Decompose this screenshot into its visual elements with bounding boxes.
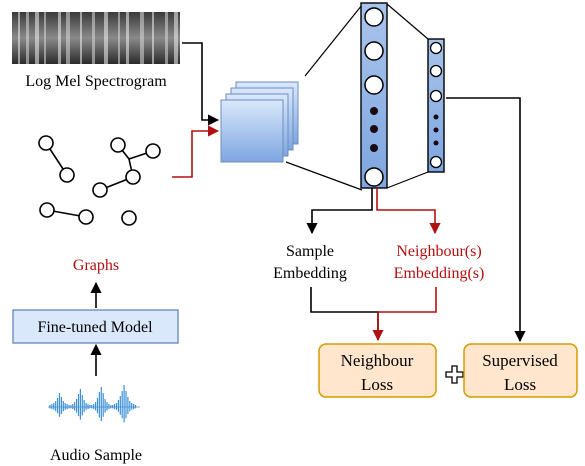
embedding-layer xyxy=(360,2,388,189)
classifier-to-supervised-loss-arrow xyxy=(446,97,526,343)
neighbour-loss-box xyxy=(318,343,437,398)
supervised-loss-label-line1: Supervised xyxy=(482,351,558,370)
graph-illustration xyxy=(38,135,161,226)
fine-tuned-model-label: Fine-tuned Model xyxy=(37,319,153,336)
neighbour-loss-label-line1: Neighbour xyxy=(341,351,414,370)
sample-embedding-to-loss-line xyxy=(310,287,379,340)
neighbour-embedding-label-line2: Embedding(s) xyxy=(394,265,485,282)
plus-icon xyxy=(445,365,464,384)
graphs-label: Graphs xyxy=(73,257,119,274)
neighbour-embedding-to-loss-arrow xyxy=(372,287,437,342)
encoder-input-stack xyxy=(220,81,299,163)
layer-to-neighbour-embedding-arrow xyxy=(376,188,441,235)
spectrogram-label: Log Mel Spectrogram xyxy=(25,73,167,90)
fine-tuned-model-box xyxy=(12,309,179,344)
graphs-to-encoder-arrow xyxy=(172,125,220,178)
classifier-layer xyxy=(427,38,445,173)
audio-waveform-icon xyxy=(48,385,140,423)
audio-sample-label: Audio Sample xyxy=(50,447,142,464)
spectrogram-image xyxy=(12,12,180,64)
layer-to-sample-embedding-arrow xyxy=(306,188,373,235)
supervised-loss-label-line2: Loss xyxy=(504,375,536,394)
spectrogram-to-encoder-arrow xyxy=(182,42,220,126)
neighbour-embedding-label-line1: Neighbour(s) xyxy=(396,243,481,260)
supervised-loss-box xyxy=(463,343,578,398)
sample-embedding-label-line1: Sample xyxy=(286,243,334,260)
neighbour-loss-label-line2: Loss xyxy=(361,375,393,394)
sample-embedding-label-line2: Embedding xyxy=(273,265,347,282)
